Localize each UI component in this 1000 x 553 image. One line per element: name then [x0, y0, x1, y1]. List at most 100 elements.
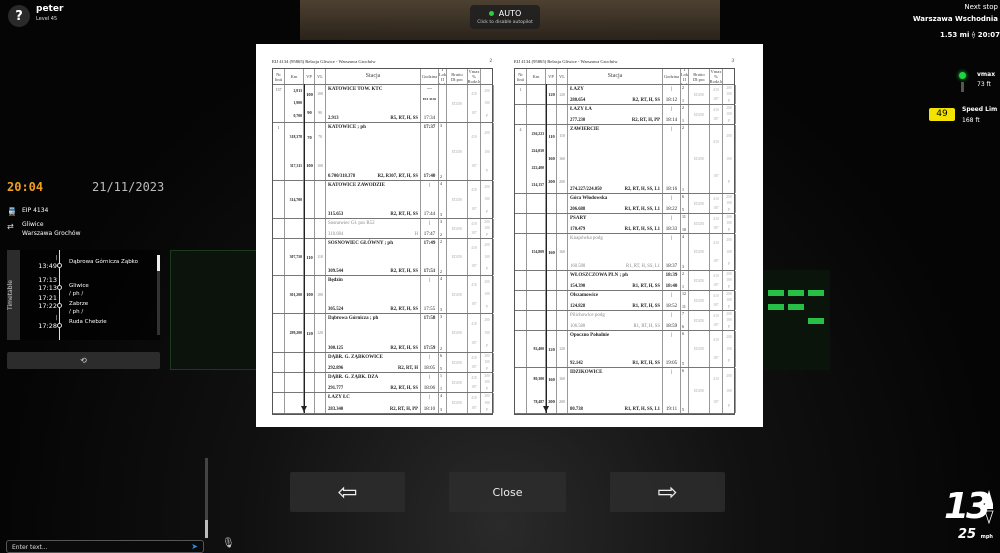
line-number: 1	[515, 85, 527, 104]
table-header: Nr liniiKmVPVLStacjaGodzinaLok I Lok II …	[515, 69, 734, 85]
close-button[interactable]: Close	[449, 472, 566, 512]
arrival-time: |	[670, 216, 672, 221]
loco-cell: ED250	[689, 125, 710, 193]
speed-vp	[546, 194, 557, 213]
avatar[interactable]: ?	[8, 5, 30, 27]
time-cell: |19:05	[663, 331, 681, 367]
station-name: Dąbrowa Górnicza ; ph	[328, 316, 379, 321]
station-km: 309.544	[328, 269, 344, 274]
signal-label: vmax	[977, 71, 996, 78]
line-number	[515, 234, 527, 270]
arrival-time: |	[428, 278, 430, 283]
timetable-tab[interactable]: Timetable	[7, 250, 20, 340]
line-number	[273, 393, 285, 413]
time-cell: |17:47	[421, 219, 439, 238]
departure-time: 18:06	[423, 386, 436, 391]
next-page-button[interactable]: ⇨	[610, 472, 725, 512]
speed-vp	[546, 271, 557, 290]
send-icon[interactable]: ➤	[191, 542, 198, 551]
station-km: 106.588	[570, 324, 586, 329]
departure-time: 18:22	[665, 207, 678, 212]
loco-cell: ED250	[447, 276, 468, 313]
station-km: 92.142	[570, 361, 583, 366]
departure-time: 18:12	[665, 98, 678, 103]
departure-time: 18:16	[665, 187, 678, 192]
autopilot-status-icon	[488, 11, 494, 16]
station-name: KATOWICE ZAWODZIE	[328, 183, 385, 188]
station-km: 80.738	[570, 407, 583, 412]
arrival-time: |	[670, 333, 672, 338]
km-marks: 154,809	[527, 234, 546, 270]
previous-page-button[interactable]: ⇦	[290, 472, 405, 512]
throttle-indicator-icon	[984, 490, 994, 524]
km-marks	[527, 214, 546, 233]
microphone-icon[interactable]: 🎙	[222, 538, 235, 549]
station-ops: R2, RT, H, SS	[390, 307, 418, 312]
autopilot-button[interactable]: AUTO Click to disable autopilot	[470, 5, 540, 29]
timetable-line	[59, 250, 60, 340]
station-ops: R1, RT, H, SS	[632, 284, 660, 289]
station-name: WŁOSZCZOWA PŁN ; ph	[570, 273, 628, 278]
speed-vl	[315, 181, 326, 218]
time-cell: |18:37	[663, 234, 681, 270]
speed-vl	[315, 373, 326, 392]
time-cell: |17:55	[421, 276, 439, 313]
arrival-time: |	[670, 313, 672, 318]
arrival-time: |	[670, 127, 672, 132]
station-ops: R1, RT, H, SS	[632, 304, 660, 309]
departure-time: 18:59	[665, 324, 678, 329]
loco-cell: ED250	[447, 219, 468, 238]
next-stop-info: 1.53 mi ⟠ 20:07	[940, 31, 1000, 39]
departure-time: 18:40	[665, 284, 678, 289]
station-name: Olszamowice	[570, 293, 599, 298]
chat-scrollbar[interactable]	[205, 458, 208, 538]
loco-cell: ED250	[447, 373, 468, 392]
page-title: EIJ 4134 (95865) Relacja Gliwice - Warsz…	[272, 59, 376, 64]
chat-input[interactable]: Enter text...➤	[6, 540, 204, 553]
station-ops: R1, RT, H, SS	[632, 361, 660, 366]
arrival-time: |	[428, 183, 430, 188]
line-number	[515, 311, 527, 330]
departure-time: 18:10	[423, 407, 436, 412]
timetable-reset-button[interactable]: ⟲	[7, 352, 160, 369]
station-ops: R1, RT, H, SS, L1	[624, 207, 660, 212]
timetable-scrollbar[interactable]	[157, 255, 160, 335]
speed-vp: 120	[304, 314, 315, 352]
station-km: 283.340	[328, 407, 344, 412]
loco-cell: ED250	[447, 314, 468, 352]
direction-arrow-icon	[301, 406, 307, 412]
speed-vl: 120	[557, 331, 568, 367]
column-header: Nr linii	[273, 69, 285, 84]
speed-vp: 160	[546, 234, 557, 270]
station-name: ZAWIERCIE	[570, 127, 600, 132]
line-number	[273, 219, 285, 238]
arrival-time: |	[428, 395, 430, 400]
